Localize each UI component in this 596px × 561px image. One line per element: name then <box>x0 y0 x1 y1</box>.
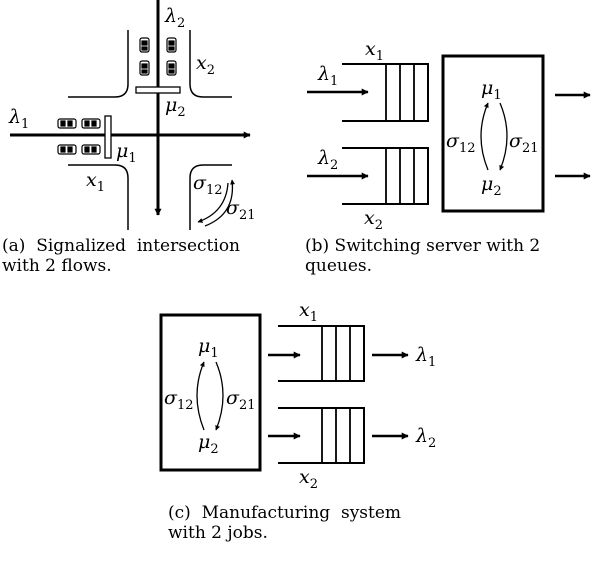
label-sigma-12-b: σ12 <box>446 130 476 156</box>
label-sigma-12-a: σ12 <box>193 172 223 198</box>
caption-a-line-1: (a) Signalized intersection <box>2 236 240 256</box>
label-mu-1-b: μ1 <box>481 77 502 103</box>
caption-c: (c) Manufacturing system with 2 jobs. <box>168 503 468 543</box>
curb-bottom-right <box>189 164 232 230</box>
label-x-2-b: x2 <box>364 207 383 233</box>
label-lambda-1-b: λ1 <box>317 63 338 89</box>
switch-arrow-12 <box>197 182 229 223</box>
cars-north <box>139 37 177 76</box>
curb-bottom-left <box>68 164 129 230</box>
caption-b-line-2: queues. <box>305 256 373 276</box>
caption-c-line-1: (c) Manufacturing system <box>168 503 402 523</box>
caption-c-line-2: with 2 jobs. <box>168 523 268 543</box>
label-mu-2-a: μ2 <box>165 94 186 120</box>
label-mu-1-a: μ1 <box>116 140 137 166</box>
curb-top-left <box>68 30 129 98</box>
car-icon <box>139 37 150 53</box>
machine-box <box>159 313 262 472</box>
label-x-2-c: x2 <box>299 466 318 492</box>
car-icon <box>166 60 177 76</box>
queue-2-outline-c <box>278 407 365 464</box>
switch-arrow-down-b <box>499 102 508 171</box>
car-icon <box>81 144 101 155</box>
label-x-2-a: x2 <box>196 52 215 78</box>
caption-a-line-2: with 2 flows. <box>2 256 112 276</box>
switch-arrow-up-c <box>196 361 205 431</box>
label-lambda-2-b: λ2 <box>317 147 338 173</box>
queue-1-outline-c <box>278 325 365 382</box>
caption-b: (b) Switching server with 2 queues. <box>305 236 595 276</box>
label-lambda-2-a: λ2 <box>164 5 185 31</box>
car-icon <box>166 37 177 53</box>
switch-arrow-down-c <box>215 361 224 431</box>
switching-server-diagram <box>342 54 545 213</box>
server-box <box>441 54 545 213</box>
caption-a: (a) Signalized intersection with 2 flows… <box>2 236 302 276</box>
car-icon <box>57 118 77 129</box>
label-mu-2-b: μ2 <box>481 173 502 199</box>
label-mu-1-c: μ1 <box>198 335 219 361</box>
label-lambda-1-a: λ1 <box>8 106 29 132</box>
traffic-light-horizontal <box>135 86 181 94</box>
manufacturing-diagram <box>159 313 365 472</box>
label-sigma-21-b: σ21 <box>509 130 539 156</box>
switch-arrow-up-b <box>480 102 489 171</box>
label-mu-2-c: μ2 <box>198 431 219 457</box>
car-icon <box>139 60 150 76</box>
label-x-1-b: x1 <box>365 38 384 64</box>
label-x-1-a: x1 <box>86 169 105 195</box>
traffic-light-vertical <box>104 115 112 159</box>
label-lambda-2-c: λ2 <box>415 425 436 451</box>
car-icon <box>81 118 101 129</box>
label-lambda-1-c: λ1 <box>415 344 436 370</box>
switch-arrow-21 <box>204 179 236 227</box>
cars-west <box>57 118 101 155</box>
curb-top-right <box>189 30 232 98</box>
intersection-diagram <box>68 30 232 230</box>
queue-1-outline <box>342 63 429 122</box>
label-sigma-21-c: σ21 <box>226 387 256 413</box>
caption-b-line-1: (b) Switching server with 2 <box>305 236 541 256</box>
label-x-1-c: x1 <box>299 299 318 325</box>
car-icon <box>57 144 77 155</box>
queue-2-outline <box>342 147 429 205</box>
label-sigma-12-c: σ12 <box>164 387 194 413</box>
label-sigma-21-a: σ21 <box>226 197 256 223</box>
